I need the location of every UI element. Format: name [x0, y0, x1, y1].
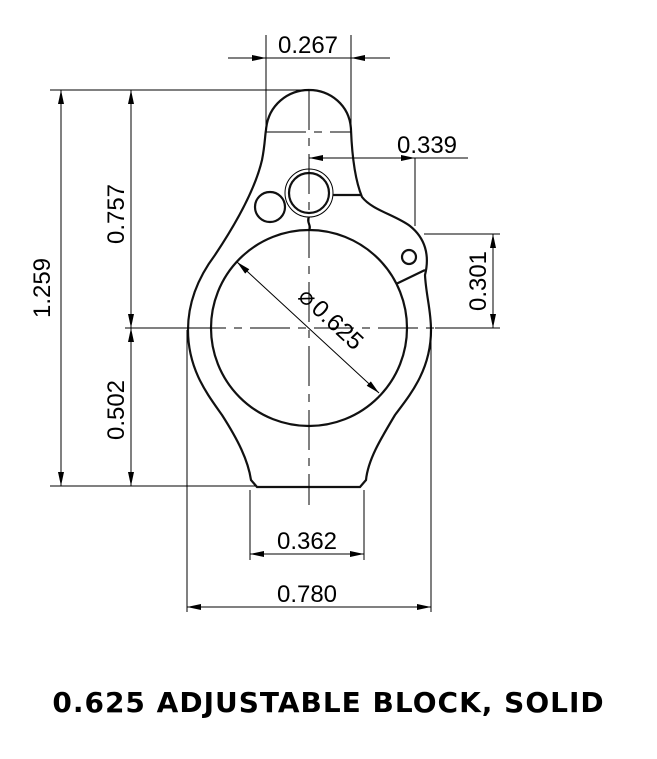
- dim-bottom-flat-width: 0.362: [277, 528, 337, 555]
- dimension-labels: 0.267 0.339 1.259 0.757 0.502 0.301 ⌀ 0.…: [29, 32, 492, 608]
- dim-top-lobe-width: 0.267: [278, 32, 338, 59]
- dim-overall-height: 1.259: [29, 258, 56, 318]
- dim-center-to-top: 0.757: [103, 184, 130, 244]
- adjust-hole: [253, 190, 287, 224]
- outer-profile: [186, 88, 433, 489]
- dimension-lines: [58, 55, 496, 610]
- slot-line-lower: [395, 269, 426, 285]
- dim-bore-diameter: 0.625: [306, 295, 368, 356]
- extension-lines: [50, 35, 500, 612]
- dim-port-offset: 0.339: [397, 132, 457, 159]
- dim-center-to-bottom: 0.502: [103, 380, 130, 440]
- dim-overall-width: 0.780: [277, 581, 337, 608]
- drawing-title: 0.625 ADJUSTABLE BLOCK, SOLID: [52, 686, 605, 719]
- pin-hole: [400, 248, 418, 266]
- dim-port-height: 0.301: [465, 251, 492, 311]
